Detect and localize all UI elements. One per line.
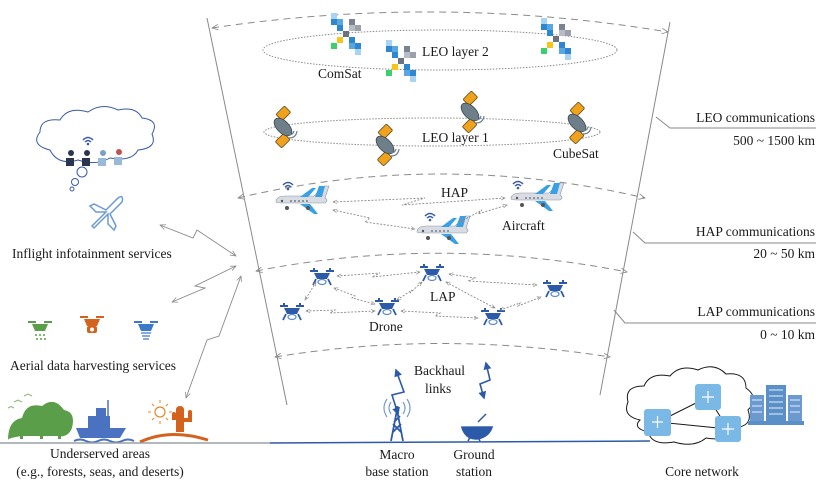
drone-label: Drone [369, 319, 403, 334]
backhaul-link-macro [390, 368, 406, 416]
drone-icon [279, 302, 305, 321]
comsat-icon [386, 40, 416, 82]
layer-boundaries [212, 11, 668, 358]
cubesat-icon [457, 90, 485, 134]
leo-layer-1: LEO layer 1 CubeSat [263, 90, 601, 167]
cubesat-label: CubeSat [553, 146, 599, 161]
inflight-label: Inflight infotainment services [12, 246, 172, 261]
boundary-top [212, 11, 668, 32]
boundary-leo-hap [238, 173, 645, 198]
aerial-service: Aerial data harvesting services [10, 316, 176, 373]
backhaul-label-line1: Backhaul [414, 363, 465, 378]
aircraft-icon [275, 185, 330, 215]
wifi-icon [424, 212, 436, 223]
aerial-link [172, 266, 236, 302]
leo2-orbit [262, 29, 618, 71]
ship-icon [73, 400, 135, 444]
inflight-service: Inflight infotainment services [12, 106, 172, 261]
lap-label: LAP [430, 289, 456, 304]
core-network-label: Core network [665, 464, 739, 479]
macro-label-line2: base station [365, 464, 429, 479]
backhaul-link-gs [478, 361, 492, 400]
forest-icon [7, 393, 73, 440]
drone-icon [542, 279, 568, 298]
lap-comm-title: LAP communications [697, 304, 815, 319]
drone-icon [374, 297, 400, 316]
wifi-icon [282, 181, 294, 192]
drone-icon [309, 267, 335, 286]
backhaul-label-line2: links [425, 381, 451, 396]
comsat-icon [331, 13, 361, 55]
leo-comm-range: 500 ~ 1500 km [733, 133, 815, 148]
funnel-outline [206, 17, 671, 406]
underserved-label-line1: Underserved areas [50, 446, 150, 461]
backhaul-links: Backhaul links [390, 361, 492, 416]
underserved-areas: Underserved areas (e.g., forests, seas, … [7, 393, 209, 479]
funnel-right-edge [599, 21, 671, 396]
underserved-label-line2: (e.g., forests, seas, and deserts) [16, 464, 184, 479]
service-links [160, 225, 241, 398]
macro-base-station: Macro base station [365, 398, 429, 479]
desert-icon [139, 400, 209, 444]
aircraft-icon [416, 215, 471, 245]
funnel-left-edge [206, 17, 288, 406]
boundary-hap-lap [256, 252, 627, 272]
airplane-outline-icon [88, 195, 124, 232]
lap-links [305, 272, 541, 318]
hap-label: HAP [441, 185, 468, 200]
lap-layer: LAP Drone [279, 263, 568, 334]
core-network: Core network [626, 366, 804, 479]
satellite-dish-icon [460, 413, 494, 442]
ground-line-right [269, 440, 651, 444]
wifi-icon [512, 180, 524, 191]
thought-cloud-icon [36, 106, 155, 164]
aircraft-label: Aircraft [502, 218, 545, 233]
hap-comm-title: HAP communications [696, 224, 815, 239]
gs-label-line2: station [456, 464, 492, 479]
drone-icon [480, 307, 506, 326]
drone-icon [419, 263, 445, 282]
lap-comm-range: 0 ~ 10 km [760, 327, 815, 342]
aerial-label: Aerial data harvesting services [10, 358, 176, 373]
leo1-orbit [263, 117, 601, 147]
leo-layer-2: LEO layer 2 ComSat [262, 13, 618, 82]
altitude-labels: LEO communications 500 ~ 1500 km HAP com… [613, 110, 816, 342]
hap-comm-range: 20 ~ 50 km [753, 246, 815, 261]
leo2-label: LEO layer 2 [422, 44, 489, 59]
switch-icon [644, 384, 741, 442]
drone-spray-icon [28, 321, 52, 340]
leo-comm-title: LEO communications [696, 110, 815, 125]
boundary-bottom [275, 343, 610, 358]
ground-station: Ground station [453, 413, 495, 479]
inflight-link [160, 225, 236, 256]
gs-label-line1: Ground [453, 447, 494, 462]
drone-sensor-icon [134, 321, 158, 340]
underserved-link [186, 276, 241, 398]
comsat-icon [541, 18, 571, 60]
cubesat-icon [564, 101, 592, 145]
macro-label-line1: Macro [379, 447, 414, 462]
leo1-label: LEO layer 1 [422, 130, 489, 145]
hap-layer: HAP Aircraft [275, 180, 565, 245]
server-rack-icon [748, 385, 804, 425]
cell-tower-icon [383, 398, 411, 442]
passengers-icon [66, 136, 122, 166]
comsat-label: ComSat [318, 66, 362, 81]
hap-leader-line [632, 231, 816, 244]
drone-camera-icon [80, 316, 104, 333]
hap-links [333, 198, 507, 229]
leo-leader-line [655, 116, 816, 129]
lap-leader-line [613, 309, 816, 324]
